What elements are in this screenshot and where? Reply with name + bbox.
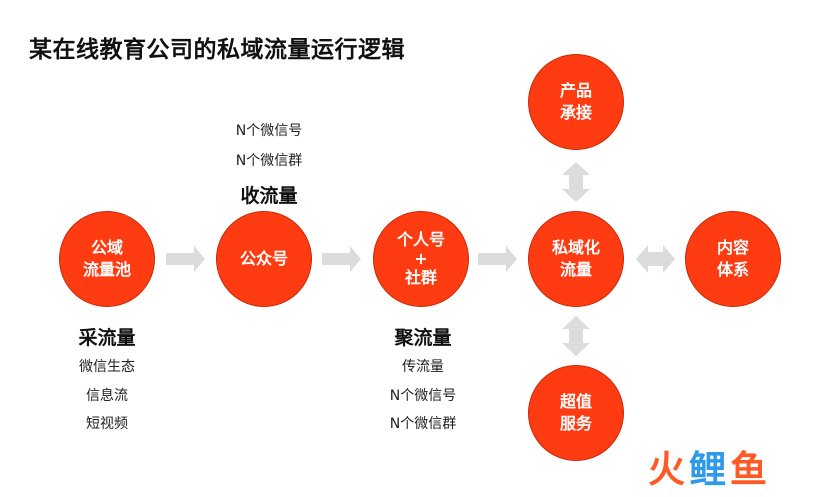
node-label: 流量池: [82, 260, 131, 279]
node-service: 超值 服务: [528, 365, 624, 461]
node-label: 公众号: [239, 249, 288, 268]
node-label: 产品: [559, 81, 592, 100]
collect-item-3: 短视频: [86, 416, 128, 432]
arrow-private-content: [636, 245, 675, 273]
receive-item-1: N个微信号: [235, 123, 303, 139]
node-label: 流量: [559, 260, 592, 279]
arrow-product-private: [562, 162, 590, 202]
arrow-account-to-personal: [322, 246, 361, 272]
arrow-personal-to-private: [478, 246, 517, 272]
logo-char: 火: [648, 448, 689, 491]
brand-logo: 火鲤鱼: [648, 450, 771, 490]
gather-item-1: 传流量: [402, 359, 444, 375]
node-label: 承接: [559, 103, 592, 122]
collect-item-1: 微信生态: [79, 359, 135, 375]
node-label: 体系: [716, 260, 749, 279]
collect-item-2: 信息流: [86, 388, 128, 404]
receive-item-2: N个微信群: [235, 153, 303, 169]
node-content: 内容 体系: [685, 211, 781, 307]
node-label: 公域: [90, 238, 123, 257]
node-official-account: 公众号: [216, 211, 312, 307]
node-label: +: [414, 249, 428, 268]
node-public-pool: 公域 流量池: [59, 211, 155, 307]
logo-char: 鱼: [730, 448, 771, 491]
node-label: 服务: [559, 414, 592, 433]
arrow-private-service: [562, 316, 590, 356]
node-label: 私域化: [551, 238, 600, 257]
node-product: 产品 承接: [528, 54, 624, 150]
collect-heading: 采流量: [78, 327, 136, 349]
arrow-pool-to-account: [166, 246, 205, 272]
node-label: 个人号: [396, 230, 445, 249]
node-label: 社群: [404, 268, 437, 287]
node-private-traffic: 私域化 流量: [528, 211, 624, 307]
node-personal-group: 个人号 + 社群: [373, 211, 469, 307]
node-label: 内容: [716, 238, 749, 257]
page-title: 某在线教育公司的私域流量运行逻辑: [29, 37, 405, 63]
gather-item-3: N个微信群: [389, 416, 457, 432]
receive-heading: 收流量: [240, 185, 298, 207]
gather-item-2: N个微信号: [389, 388, 457, 404]
logo-char: 鲤: [689, 448, 730, 491]
gather-heading: 聚流量: [394, 327, 452, 349]
node-label: 超值: [559, 392, 592, 411]
